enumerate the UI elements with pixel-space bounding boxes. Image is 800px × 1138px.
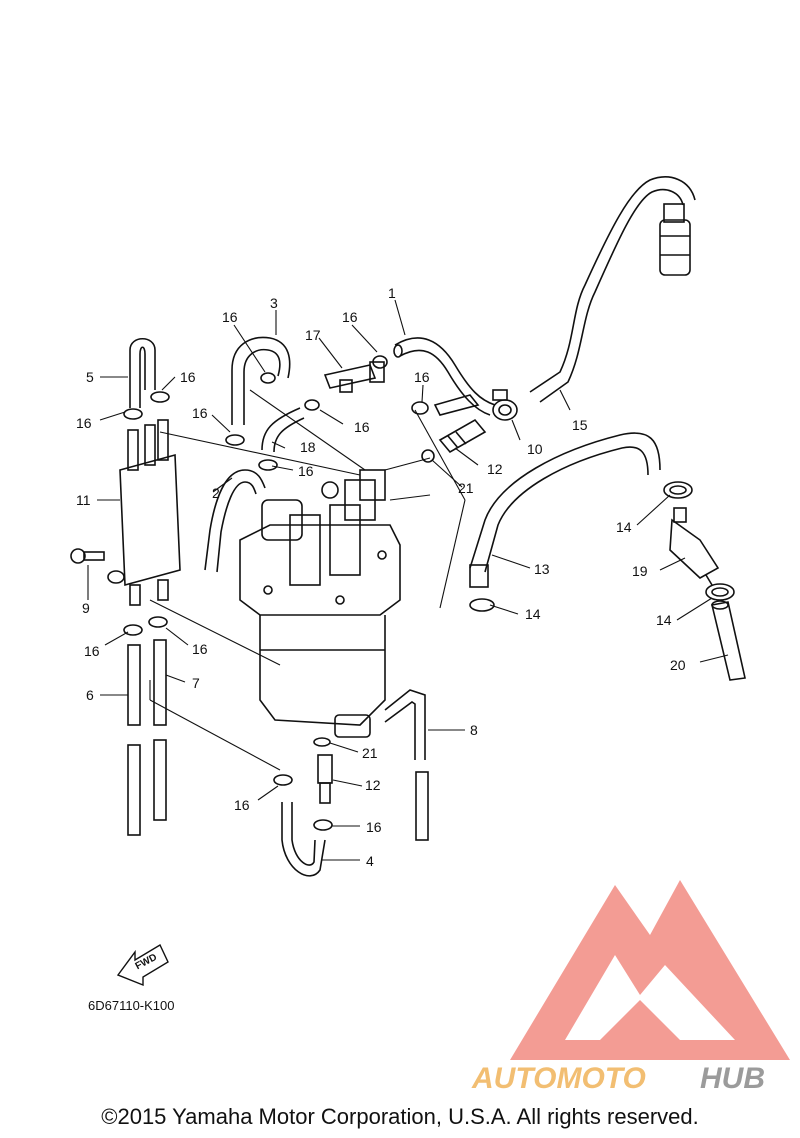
callout-19: 19 [632,563,648,579]
callout-14-b: 14 [525,606,541,622]
callout-3: 3 [270,295,278,311]
clamps-16-left [123,391,170,636]
hose-4 [273,774,333,877]
hose-20 [711,600,746,681]
hose-1 [393,337,496,416]
fuel-pump-assembly [239,469,401,738]
watermark-logo: AUTOMOTO HUB [471,880,790,1095]
callout-16-c: 16 [414,369,430,385]
copyright-text: ©2015 Yamaha Motor Corporation, U.S.A. A… [101,1104,699,1129]
hose-8 [384,689,429,841]
clamps-16-group [225,355,429,471]
fwd-arrow-icon: FWD [116,944,169,987]
callout-16-j: 16 [192,641,208,657]
callout-16-g: 16 [192,405,208,421]
hose-18 [261,407,305,453]
callout-2: 2 [212,485,220,501]
callout-16-e: 16 [180,369,196,385]
callout-16-f: 16 [76,415,92,431]
callout-16-l: 16 [366,819,382,835]
callout-1: 1 [388,285,396,301]
leader-lines [87,299,729,861]
callout-16-d: 16 [354,419,370,435]
callout-16-b: 16 [342,309,358,325]
clip-14-b [705,583,735,601]
callout-12-lower: 12 [365,777,381,793]
bolt-9 [70,548,105,564]
callout-21-upper: 21 [458,480,474,496]
callout-14-c: 14 [656,612,672,628]
callout-10: 10 [527,441,543,457]
callout-11: 11 [76,492,91,508]
filter-11 [107,419,181,606]
hose-15 [529,176,696,403]
callout-4: 4 [366,853,374,869]
fitting-17 [323,361,385,393]
callout-8: 8 [470,722,478,738]
callout-15: 15 [572,417,588,433]
callout-16-a: 16 [222,309,238,325]
callout-6: 6 [86,687,94,703]
callout-14-a: 14 [616,519,632,535]
callout-16-h: 16 [298,463,314,479]
watermark-text-a: AUTOMOTO [471,1062,646,1095]
callout-labels: 1 2 3 4 5 6 7 8 9 10 11 12 12 13 14 14 1… [76,285,686,869]
hose-5 [129,337,156,408]
hose-13 [469,432,661,588]
hose-6 [127,644,141,836]
clip-14-c [469,598,495,612]
hose-3 [231,336,291,425]
callout-16-k: 16 [234,797,250,813]
callout-18: 18 [300,439,316,455]
callout-5: 5 [86,369,94,385]
callout-9: 9 [82,600,90,616]
watermark-text-b: HUB [700,1062,765,1095]
fitting-12-lower [313,737,333,804]
clip-14-a [663,481,693,499]
callout-17: 17 [305,327,321,343]
callout-20: 20 [670,657,686,673]
filter-19 [669,507,720,586]
fitting-12-upper [421,418,487,463]
callout-13: 13 [534,561,550,577]
callout-16-i: 16 [84,643,100,659]
callout-21-lower: 21 [362,745,378,761]
hose-7 [153,639,167,821]
diagram-code: 6D67110-K100 [88,998,175,1013]
callout-12-upper: 12 [487,461,503,477]
callout-7: 7 [192,675,200,691]
hose-2 [204,469,266,573]
clamp-10 [492,389,518,421]
